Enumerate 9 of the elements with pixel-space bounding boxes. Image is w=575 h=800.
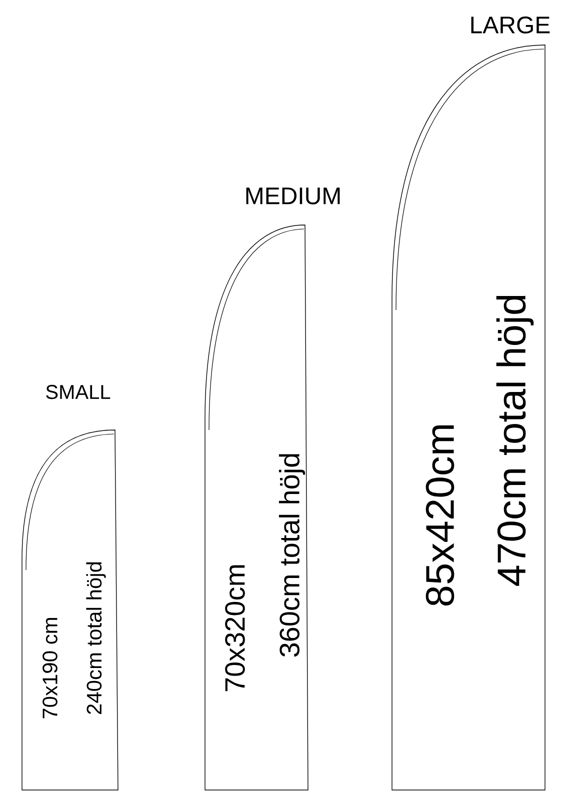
dimension-label: 470cm total höjd — [496, 296, 534, 586]
dimension-label: 70x320cm — [225, 565, 245, 692]
dimension-label: 240cm total höjd — [86, 562, 106, 714]
size-heading: SMALL — [46, 384, 110, 400]
dimension-label: 70x190 cm — [42, 618, 58, 718]
dimension-label: 360cm total höjd — [278, 454, 306, 657]
dimension-label: 85x420cm — [426, 425, 454, 606]
size-heading: LARGE — [471, 16, 550, 34]
size-heading: MEDIUM — [246, 188, 340, 204]
